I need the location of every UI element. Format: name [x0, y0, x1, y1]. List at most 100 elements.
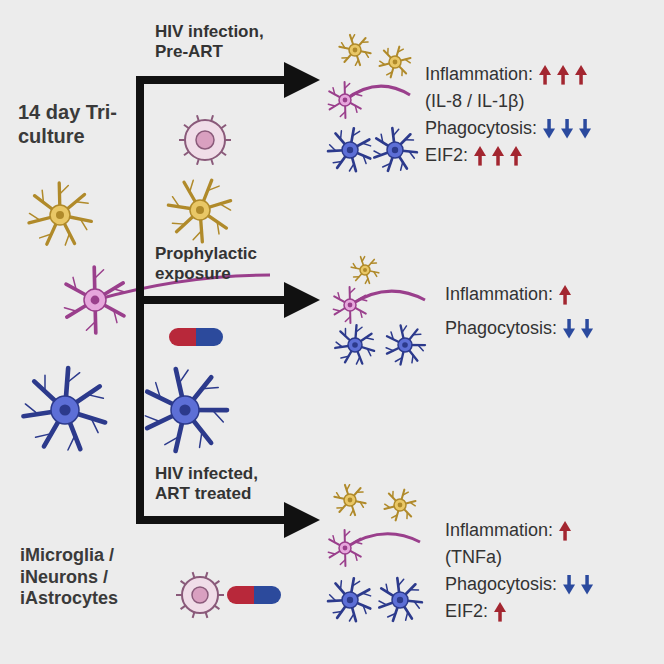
branch — [208, 186, 219, 191]
spike — [206, 612, 208, 618]
soma — [50, 205, 70, 225]
branch — [338, 293, 340, 300]
cell — [168, 180, 230, 242]
decrease-arrow — [579, 119, 591, 139]
branch — [418, 345, 423, 351]
virus-spikes — [176, 115, 231, 618]
branch — [341, 356, 349, 358]
spike — [211, 115, 213, 121]
branch — [342, 43, 345, 48]
nucleus — [56, 211, 64, 219]
increase-arrow — [539, 65, 551, 85]
cell — [328, 530, 361, 566]
readout-label: Inflammation: — [425, 64, 533, 86]
nucleus — [352, 342, 358, 348]
branch — [193, 231, 201, 240]
condition-label: HIV infected, ART treated — [155, 464, 290, 505]
branch — [365, 279, 368, 284]
nucleus — [348, 303, 353, 308]
readout-label: Inflammation: — [445, 520, 553, 542]
branch — [352, 581, 359, 586]
branch — [365, 52, 368, 57]
branch — [374, 272, 377, 277]
branch — [350, 510, 353, 515]
branch — [333, 88, 335, 95]
branch — [410, 502, 415, 505]
branch — [386, 348, 393, 351]
branch — [386, 584, 388, 592]
culture-label: 14 day Tri-culture — [18, 100, 136, 148]
branch — [367, 349, 370, 356]
decrease-arrow — [543, 119, 555, 139]
soma — [51, 396, 79, 424]
branch — [40, 234, 52, 238]
branch — [387, 48, 389, 54]
branch — [340, 131, 342, 139]
readout-label: Inflammation: — [445, 284, 553, 306]
cell — [29, 183, 91, 245]
branch — [354, 276, 359, 278]
nucleus — [179, 404, 190, 415]
cell — [334, 485, 365, 516]
branch — [67, 373, 80, 383]
branch — [179, 370, 188, 383]
increase-arrow — [474, 146, 486, 166]
cell — [384, 490, 415, 521]
branch — [350, 288, 355, 293]
cell — [328, 578, 371, 621]
branch — [393, 129, 398, 135]
readout-label: EIF2: — [425, 145, 468, 167]
readout-detail: (IL-8 / IL-1β) — [425, 91, 524, 113]
nucleus — [397, 597, 403, 603]
branch — [406, 612, 408, 620]
readout-label: Phagocytosis: — [425, 118, 537, 140]
branch — [220, 204, 231, 210]
condition-label: Prophylactic exposure — [155, 244, 290, 285]
branch — [333, 162, 341, 163]
branch — [398, 579, 403, 585]
spike — [221, 152, 226, 156]
decrease-arrow — [581, 575, 593, 595]
branch — [65, 234, 69, 246]
branch — [25, 404, 38, 414]
cell — [64, 267, 125, 333]
branch — [362, 257, 365, 262]
decrease-arrow — [563, 575, 575, 595]
branch — [409, 151, 414, 158]
branch — [145, 416, 160, 422]
soma — [344, 299, 356, 311]
branch — [200, 431, 202, 447]
branch — [357, 491, 363, 493]
branch — [363, 593, 371, 596]
branch — [340, 581, 342, 589]
branch — [395, 358, 402, 362]
cell — [328, 128, 371, 171]
branch — [355, 106, 357, 113]
branch — [355, 60, 358, 65]
branch — [356, 327, 362, 332]
nucleus — [363, 268, 367, 272]
branch — [392, 491, 394, 497]
spike — [197, 115, 199, 121]
branch — [91, 418, 98, 433]
spike — [225, 139, 231, 141]
nucleus — [59, 404, 70, 415]
branch — [172, 197, 179, 207]
branch — [355, 542, 362, 544]
branch — [363, 606, 366, 614]
condition-label: HIV infection, Pre-ART — [155, 22, 290, 63]
branch — [410, 589, 418, 591]
axon — [350, 291, 425, 305]
branch — [88, 395, 104, 399]
nucleus — [392, 147, 398, 153]
branch — [363, 143, 371, 146]
increase-arrow — [492, 146, 504, 166]
cell — [145, 369, 227, 451]
branch — [333, 612, 341, 613]
branch — [360, 299, 367, 301]
spike — [176, 594, 182, 596]
spike — [197, 159, 199, 165]
branch — [347, 485, 350, 490]
branch — [212, 410, 223, 422]
nucleus — [196, 206, 204, 214]
